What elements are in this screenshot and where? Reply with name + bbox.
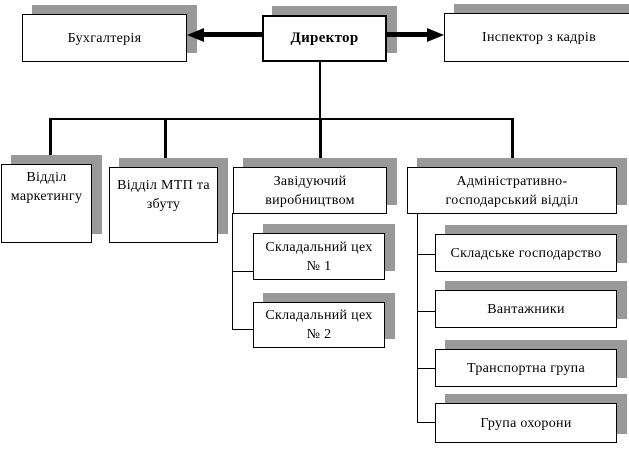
node-label-line1: Складальний цех <box>265 239 373 255</box>
node-director: Директор <box>262 15 387 62</box>
arrow-right-head-icon <box>427 27 444 42</box>
connector-transport-stub <box>416 367 435 369</box>
node-label: Директор <box>290 30 359 46</box>
node-label: Група охорони <box>480 415 572 431</box>
node-label-line2: № 1 <box>306 258 332 274</box>
connector-shop2-stub <box>231 328 253 330</box>
arrow-down-admin-shaft <box>510 118 514 159</box>
connector-warehouse-stub <box>416 253 435 255</box>
node-label-line2: маркетингу <box>10 189 83 204</box>
node-label: Інспектор з кадрів <box>482 30 596 45</box>
arrow-down-head-icon <box>159 158 170 167</box>
connector-loaders-stub <box>416 310 435 312</box>
node-mtp: Відділ МТП та збуту <box>109 167 218 243</box>
arrow-down-head-icon <box>44 155 55 164</box>
arrow-down-mtp-shaft <box>163 118 167 159</box>
node-label: Вантажники <box>487 301 565 317</box>
node-transport: Транспортна група <box>435 349 617 387</box>
node-label-line1: Завідуючий <box>273 173 347 189</box>
arrow-left-head-icon <box>187 27 204 42</box>
node-hr: Інспектор з кадрів <box>444 13 629 62</box>
node-label-line2: господарський відділ <box>445 192 579 208</box>
node-shop2: Складальний цех № 2 <box>253 302 385 348</box>
node-label-line1: Складальний цех <box>265 308 373 323</box>
node-loaders: Вантажники <box>435 290 617 328</box>
arrow-down-production-shaft <box>318 118 322 159</box>
node-label: Складське господарство <box>450 245 602 261</box>
node-label: Транспортна група <box>467 360 585 376</box>
arrow-down-head-icon <box>506 158 517 167</box>
arrow-down-marketing-shaft <box>48 118 52 156</box>
connector-director-vertical <box>319 62 321 119</box>
connector-admin-vertical <box>416 213 418 423</box>
node-label-line1: Відділ МТП та <box>117 178 210 193</box>
arrow-down-head-icon <box>314 158 325 167</box>
node-label-line2: № 2 <box>306 327 332 342</box>
connector-level1-horizontal <box>49 118 513 120</box>
node-label-line2: виробництвом <box>265 192 355 208</box>
node-accounting: Бухгалтерія <box>22 14 187 62</box>
node-label-line1: Відділ <box>26 170 67 185</box>
node-shop1: Складальний цех № 1 <box>253 233 385 280</box>
node-security: Група охорони <box>435 403 617 443</box>
node-label: Бухгалтерія <box>67 30 142 46</box>
node-production: Завідуючий виробництвом <box>233 167 387 214</box>
arrow-director-hr-shaft <box>387 32 428 37</box>
arrow-director-accounting-shaft <box>202 32 262 37</box>
node-admin: Адміністративно- господарський відділ <box>407 167 617 214</box>
connector-security-stub <box>416 421 435 423</box>
connector-shop1-stub <box>231 270 253 272</box>
node-warehouse: Складське господарство <box>435 234 617 272</box>
node-label-line2: збуту <box>146 197 181 212</box>
node-marketing: Відділ маркетингу <box>1 164 92 243</box>
node-label-line1: Адміністративно- <box>456 173 568 189</box>
